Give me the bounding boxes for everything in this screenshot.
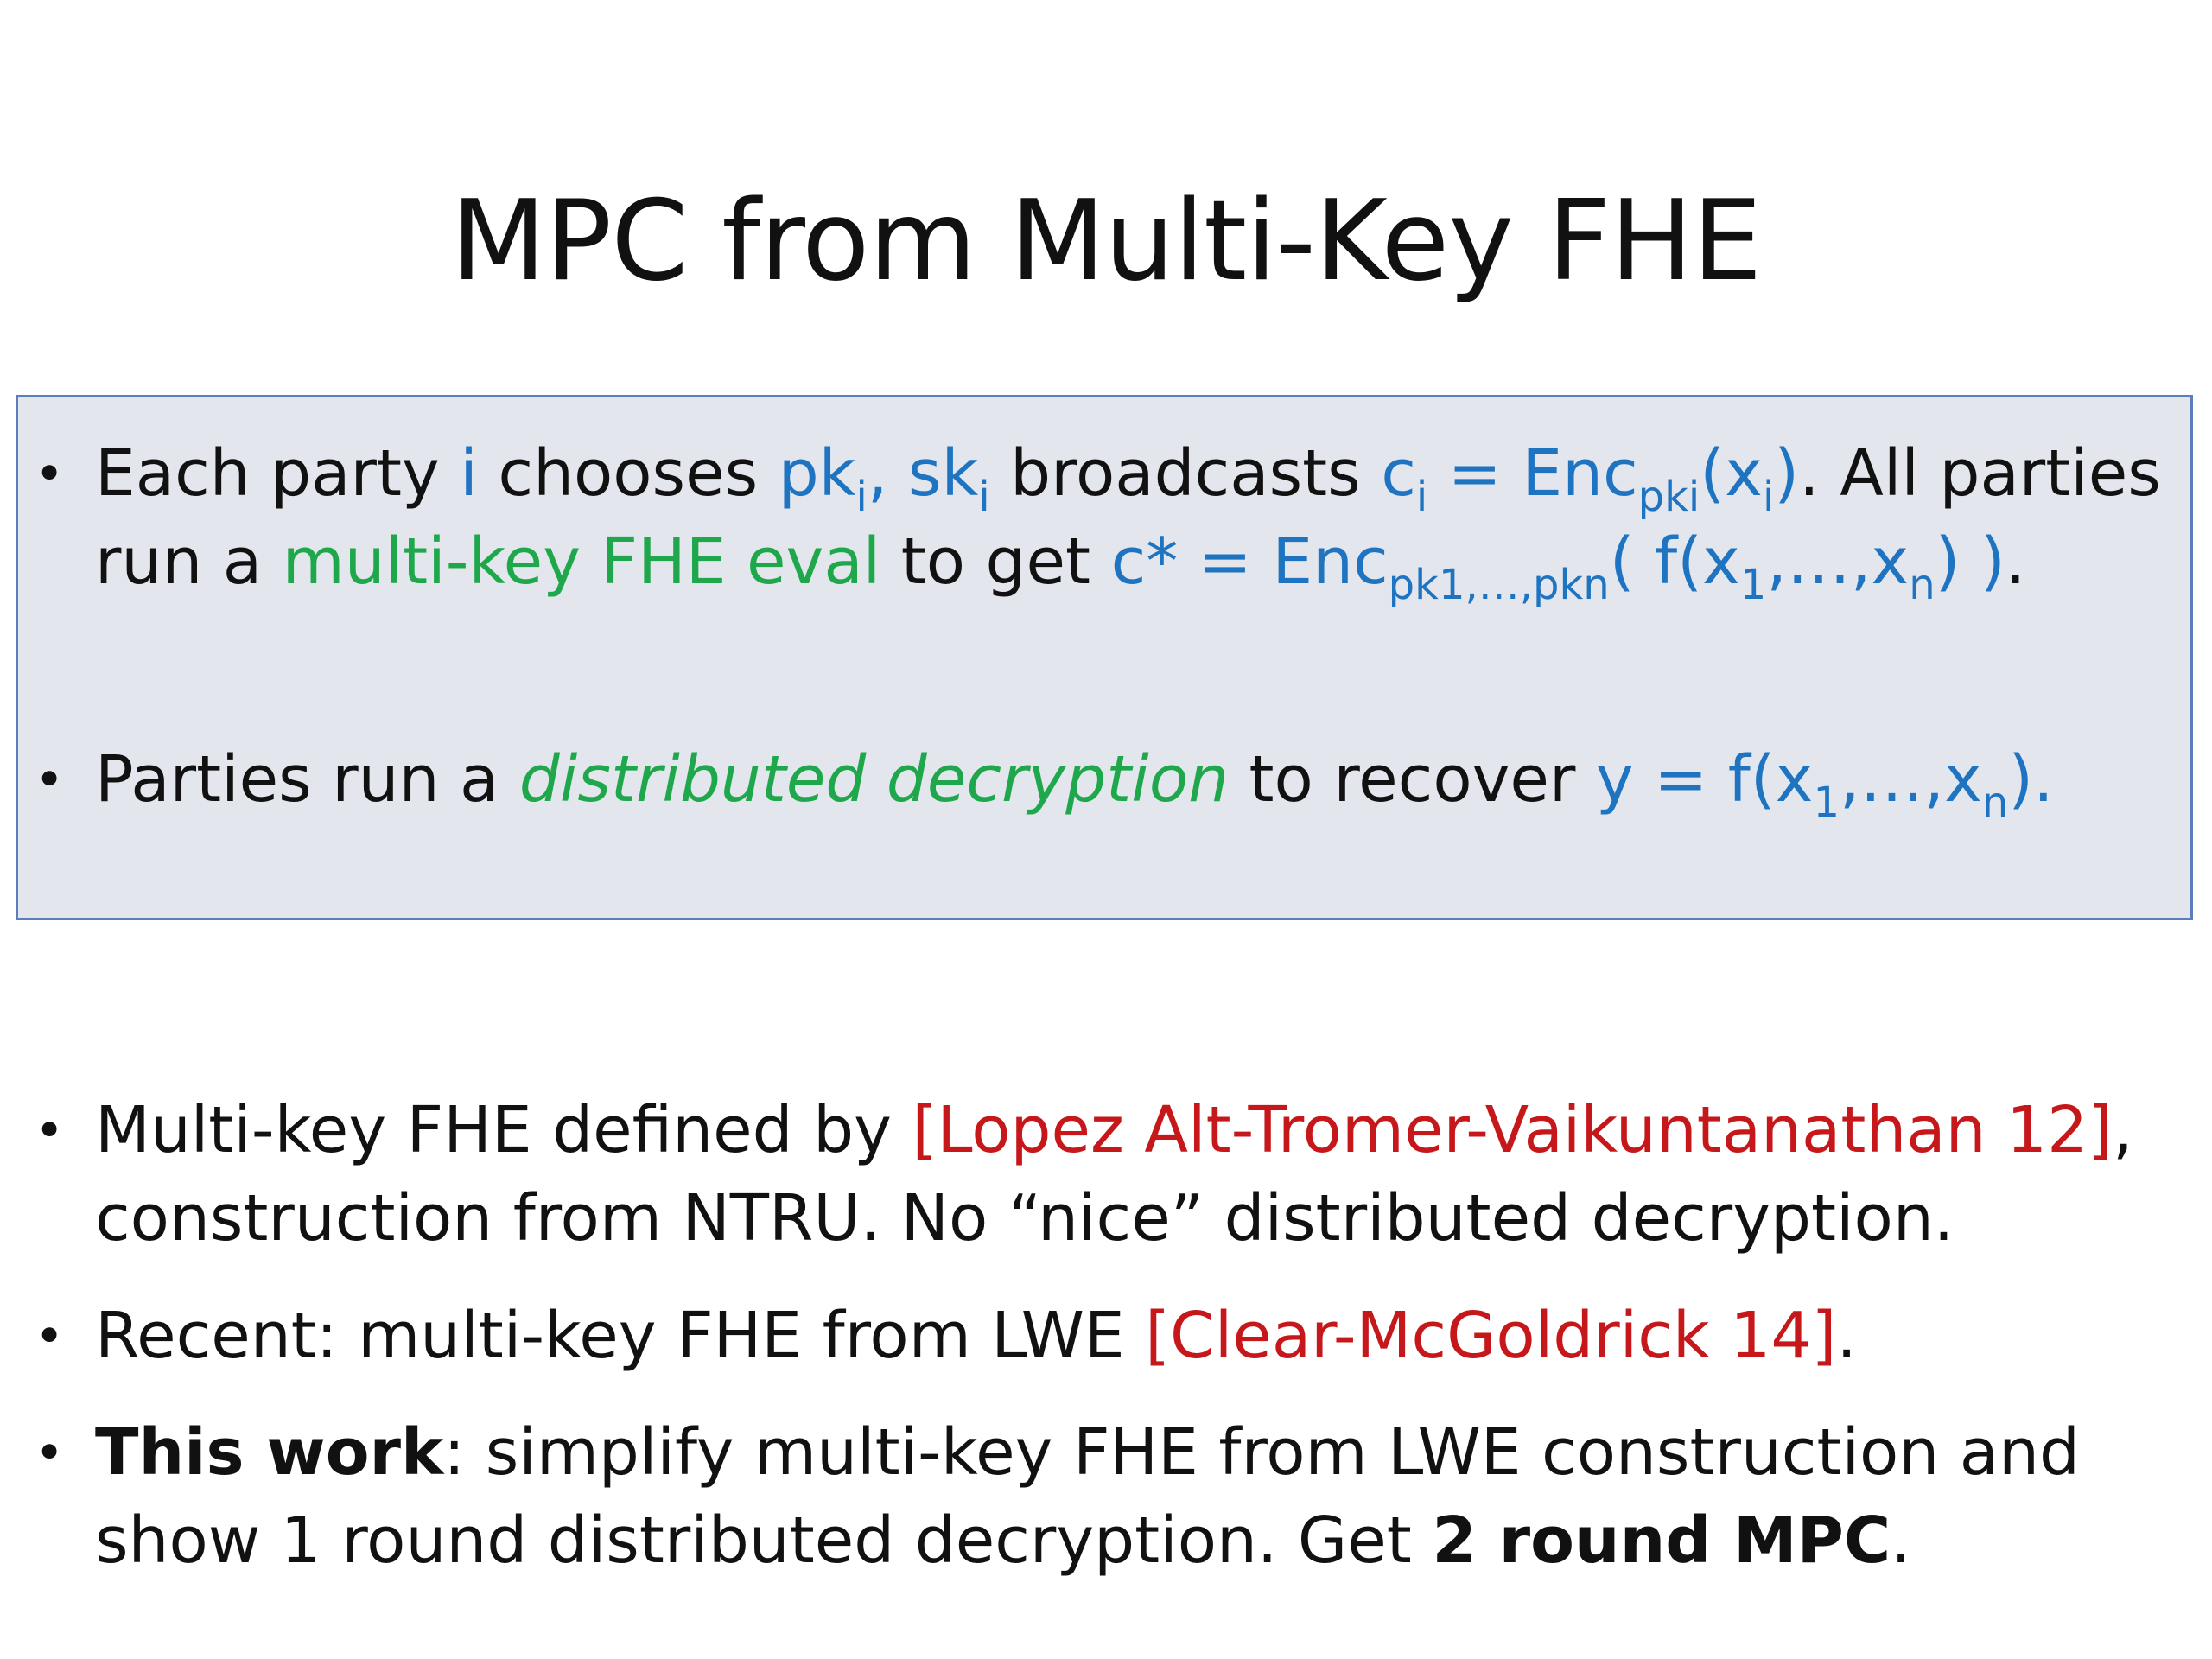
bullet-line-1: Parties run a distributed decryption to …	[95, 742, 2054, 827]
citation-clear-mcgoldrick: [Clear-McGoldrick 14]	[1145, 1299, 1837, 1373]
bullet-each-party: • Each party i chooses pki, ski broadcas…	[35, 429, 2161, 609]
bullet-line-1: Recent: multi-key FHE from LWE [Clear-Mc…	[95, 1299, 1857, 1373]
citation-lopez-alt: [Lopez Alt-Tromer-Vaikuntanathan 12]	[912, 1093, 2113, 1167]
bullet-dot: •	[35, 1423, 65, 1482]
pk-term: pki, ski	[778, 436, 990, 521]
bullet-line-1: Each party i chooses pki, ski broadcasts…	[95, 436, 2161, 521]
combined-ciphertext-term: c* = Encpk1,…,pkn( f(x1,…,xn) )	[1110, 524, 2005, 609]
bullet-dot: •	[35, 444, 65, 503]
bullet-recent: • Recent: multi-key FHE from LWE [Clear-…	[35, 1292, 1857, 1380]
bullet-line-1: Multi-key FHE defined by [Lopez Alt-Trom…	[95, 1093, 2133, 1167]
ciphertext-term: ci = Encpki(xi)	[1381, 436, 1800, 521]
bullet-multikey-defined: • Multi-key FHE defined by [Lopez Alt-Tr…	[35, 1086, 2133, 1262]
slide-title: MPC from Multi-Key FHE	[450, 177, 1763, 306]
bullet-this-work: • This work: simplify multi-key FHE from…	[35, 1408, 2080, 1585]
highlight-box	[16, 395, 2193, 920]
bullet-dot: •	[35, 1101, 65, 1160]
output-term: y = f(x1,…,xn).	[1595, 742, 2054, 827]
bullet-line-2: run a multi-key FHE eval to get c* = Enc…	[95, 524, 2026, 609]
multikey-eval-term: multi-key FHE eval	[282, 524, 881, 599]
bullet-distributed-decryption: • Parties run a distributed decryption t…	[35, 735, 2054, 827]
bullet-dot: •	[35, 1306, 65, 1365]
bullet-line-2: show 1 round distributed decryption. Get…	[95, 1503, 1911, 1578]
bullet-line-2: construction from NTRU. No “nice” distri…	[95, 1181, 1955, 1255]
distributed-decryption-term: distributed decryption	[518, 742, 1229, 817]
bullet-dot: •	[35, 750, 65, 809]
bullet-line-1: This work: simplify multi-key FHE from L…	[95, 1415, 2080, 1490]
